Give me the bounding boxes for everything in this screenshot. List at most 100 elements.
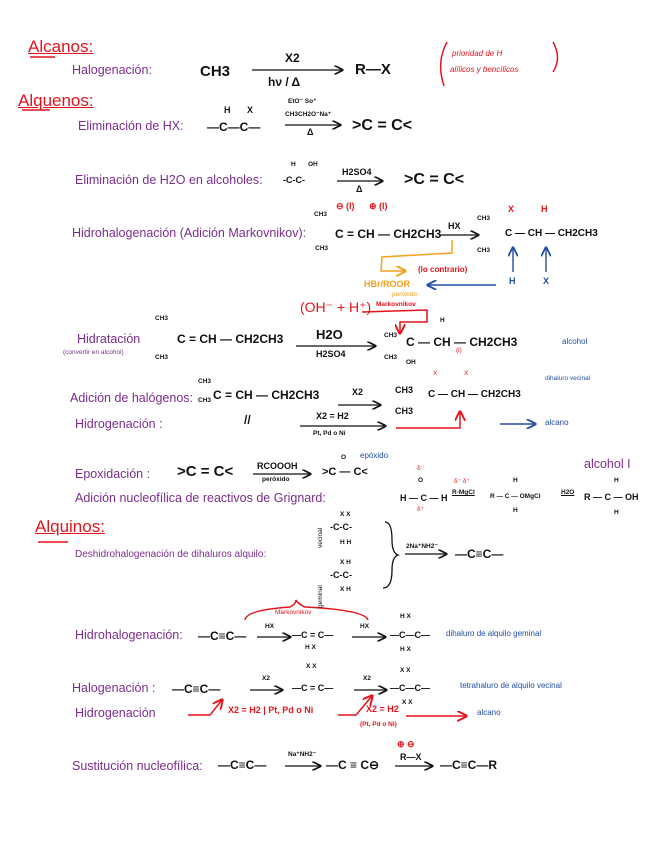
reaction-label-adicion-halogenos: Adición de halógenos: bbox=[70, 391, 194, 405]
note-alcohol: alcohol bbox=[562, 337, 588, 346]
reagent-bottom: Δ bbox=[356, 184, 363, 194]
intermediate-acetylide: —C ≡ C⊖ bbox=[326, 758, 380, 772]
tag-vecinal: vecinal bbox=[317, 527, 324, 548]
product-h-top: H bbox=[614, 477, 619, 484]
product: C — CH — CH2CH3 bbox=[406, 335, 518, 349]
note-dihaluro-geminal: dihaluro de alquilo geminal bbox=[446, 629, 542, 638]
reagent-2-charges: ⊕ ⊖ bbox=[397, 739, 415, 749]
substituent-h: H bbox=[224, 105, 231, 115]
reagent: R-MgCl bbox=[452, 489, 475, 496]
reaction-label-eliminacion-h2o: Eliminación de H2O en alcoholes: bbox=[75, 173, 263, 187]
product: —C≡C— bbox=[455, 547, 504, 561]
reagent-2: HX bbox=[360, 623, 370, 630]
product-bottom: X X bbox=[402, 699, 413, 706]
intermediate-h-top: H bbox=[513, 477, 518, 484]
note-dihaluro-vecinal: dihaluro vecinal bbox=[545, 375, 591, 382]
methyl-top: CH3 bbox=[155, 315, 169, 322]
markovnikov-note: Markovnikov bbox=[275, 609, 312, 616]
reagent: X2 bbox=[352, 387, 364, 397]
product: —C—C— bbox=[390, 683, 430, 693]
reactant: >C = C< bbox=[177, 463, 234, 480]
product-x-1: X bbox=[433, 370, 438, 377]
reagent-bottom: H2SO4 bbox=[316, 349, 346, 359]
product: R — C — OH bbox=[584, 492, 639, 502]
intermediate: —C = C— bbox=[292, 630, 334, 640]
intermediate-h-bottom: H bbox=[513, 507, 518, 514]
markovnikov-note: Markovnikov bbox=[376, 301, 416, 308]
reactant: C = CH — CH2CH3 bbox=[177, 332, 284, 346]
reaction-sublabel-hidratacion: (convertir en alcohol) bbox=[63, 349, 124, 356]
reagent-bottom: hν / Δ bbox=[268, 75, 301, 89]
intermediate-substituents: H X bbox=[305, 644, 316, 651]
reactant: —C≡C— bbox=[198, 629, 247, 643]
product: —C≡C—R bbox=[440, 758, 497, 772]
same-reactant-mark: // bbox=[244, 413, 251, 427]
substituent-x: X bbox=[247, 105, 254, 115]
partial-charge-minus: ⊖ (l) bbox=[336, 201, 355, 211]
section-heading-alquinos: Alquinos: bbox=[35, 517, 105, 536]
reaction-label-epoxidacion: Epoxidación : bbox=[75, 467, 151, 481]
reagent-top: X2 bbox=[285, 51, 300, 65]
intermediate-top: X X bbox=[306, 663, 317, 670]
product-methyl-bottom: CH3 bbox=[477, 247, 491, 254]
product-top: H X bbox=[400, 613, 411, 620]
product: —C—C— bbox=[390, 630, 430, 640]
product-h-bottom: H bbox=[614, 509, 619, 516]
tag-geminal: geminal bbox=[317, 585, 324, 608]
reagent-1: X2 bbox=[262, 675, 270, 682]
reagent-top: RCOOOH bbox=[257, 461, 298, 471]
reagent-1: HX bbox=[265, 623, 275, 630]
product-methyl-top: CH3 bbox=[395, 385, 414, 395]
reaction-label-hidrogenacion-alquino: Hidrogenación bbox=[75, 706, 156, 720]
product-bottom: H X bbox=[400, 646, 411, 653]
substituent-oh: OH bbox=[308, 161, 318, 168]
reactant: C = CH — CH2CH3 bbox=[335, 227, 442, 241]
intermediate: R — C — OMgCl bbox=[490, 493, 541, 500]
product: C — CH — CH2CH3 bbox=[505, 228, 598, 239]
note-alcano: alcano bbox=[545, 418, 569, 427]
reagent-bottom: peróxido bbox=[262, 476, 290, 483]
product-methyl-top: CH3 bbox=[477, 215, 491, 222]
reactant: CH3 bbox=[200, 63, 231, 80]
reaction-label-sustitucion-nucleofilica: Sustitución nucleofílica: bbox=[72, 759, 203, 773]
product-h: H bbox=[541, 204, 548, 214]
section-heading-alquenos: Alquenos: bbox=[18, 91, 94, 110]
condition-1: X2 = H2 | Pt, Pd o Ni bbox=[228, 705, 314, 715]
methyl-top: CH3 bbox=[314, 211, 328, 218]
product-mark: (l) bbox=[456, 347, 462, 354]
product: C — CH — CH2CH3 bbox=[428, 389, 521, 400]
reagent-1: EtO⁻ Sо⁺ bbox=[288, 98, 317, 105]
reactant: H — C — H bbox=[400, 493, 448, 503]
product: R—X bbox=[355, 61, 391, 78]
reagent: HX bbox=[448, 221, 461, 231]
section-heading-alcanos: Alcanos: bbox=[28, 37, 94, 56]
condition-2-catalyst: (Pt, Pd o Ni) bbox=[360, 721, 397, 728]
reaction-label-hidrogenacion-alqueno: Hidrogenación : bbox=[75, 417, 163, 431]
carbonyl-oxygen: O bbox=[418, 477, 424, 484]
note-alcohol-primario: alcohol I bbox=[584, 457, 631, 471]
delta-plus: δ⁺ bbox=[417, 506, 425, 513]
product: >C = C< bbox=[352, 117, 413, 134]
product-x-2: X bbox=[464, 370, 469, 377]
product-top: X X bbox=[400, 667, 411, 674]
product-methyl-top: CH3 bbox=[384, 332, 398, 339]
reagent-top: H2SO4 bbox=[342, 167, 372, 177]
vecinal-bottom: H H bbox=[340, 539, 352, 546]
anti-x: X bbox=[543, 276, 550, 286]
note-epoxido: epóxido bbox=[360, 451, 389, 460]
reaction-label-deshidrohalogenacion: Deshidrohalogenación de dihaluros alquil… bbox=[75, 549, 267, 560]
reactant: -C-C- bbox=[283, 175, 305, 185]
geminal-top: X H bbox=[340, 559, 351, 566]
reagent-2: CH3CH2O⁻Na⁺ bbox=[285, 111, 332, 118]
product-methyl-bottom: CH3 bbox=[384, 354, 398, 361]
product: >C — C< bbox=[322, 466, 368, 478]
acid-catalysis-note: (OH⁻ + H⁺) bbox=[300, 299, 372, 315]
product-oh: OH bbox=[406, 359, 416, 366]
reaction-label-halogenacion: Halogenación: bbox=[72, 63, 152, 77]
anti-markovnikov-note: (lo contrario) bbox=[418, 265, 468, 274]
note-alcano: alcano bbox=[477, 708, 501, 717]
reagent-2: H2O bbox=[561, 489, 575, 496]
note-tetrahaluro-vecinal: tetrahaluro de alquilo vecinal bbox=[460, 681, 562, 690]
anti-markovnikov-sub: peróxido bbox=[392, 291, 417, 298]
